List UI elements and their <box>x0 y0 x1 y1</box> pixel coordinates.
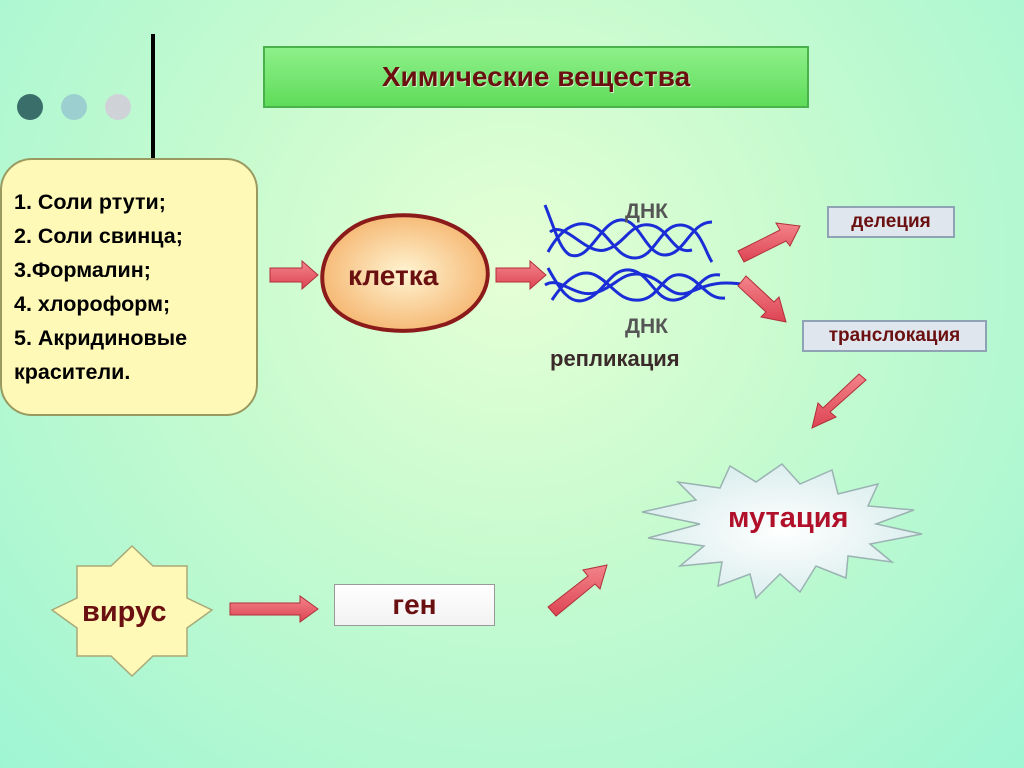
gene-label: ген <box>392 589 437 620</box>
dna-bottom-label: ДНК <box>625 315 668 338</box>
dna-helix-icon <box>543 204 749 303</box>
chemical-item-3: 3.Формалин; <box>14 258 151 282</box>
mutation-label: мутация <box>728 502 849 534</box>
arrow-cell-to-dna <box>495 259 547 291</box>
title-text: Химические вещества <box>381 61 691 92</box>
chemical-item-6: красители. <box>14 360 131 384</box>
chemical-item-5: 5. Акридиновые <box>14 326 188 350</box>
chemicals-list-box: 1. Соли ртути; 2. Соли свинца; 3.Формали… <box>0 158 258 416</box>
translocation-box: транслокация <box>802 320 987 352</box>
arrow-virus-to-gene <box>229 595 319 623</box>
arrow-translocation-to-mutation <box>811 373 867 429</box>
bullet-dot-light <box>105 94 131 120</box>
chemical-item-4: 4. хлороформ; <box>14 292 171 316</box>
chemical-item-1: 1. Соли ртути; <box>14 190 166 214</box>
arrow-dna-to-translocation <box>737 275 787 323</box>
arrow-gene-to-mutation <box>547 564 608 617</box>
gene-box: ген <box>334 584 495 626</box>
decorative-vertical-line <box>151 34 155 158</box>
cell-shape <box>320 213 490 333</box>
bullet-dot-dark <box>17 94 43 120</box>
mutation-burst-shape <box>641 463 923 600</box>
deletion-box: делеция <box>827 206 955 238</box>
virus-star-shape <box>50 544 214 678</box>
cell-label: клетка <box>348 260 439 291</box>
replication-label: репликация <box>550 346 680 371</box>
translocation-label: транслокация <box>828 325 961 346</box>
deletion-label: делеция <box>851 211 931 232</box>
arrow-dna-to-deletion <box>737 222 801 263</box>
virus-label: вирус <box>82 596 167 628</box>
title-banner: Химические вещества <box>263 46 809 108</box>
arrow-list-to-cell <box>269 259 319 291</box>
dna-top-label: ДНК <box>625 200 668 223</box>
chemical-item-2: 2. Соли свинца; <box>14 224 183 248</box>
bullet-dot-mid <box>61 94 87 120</box>
